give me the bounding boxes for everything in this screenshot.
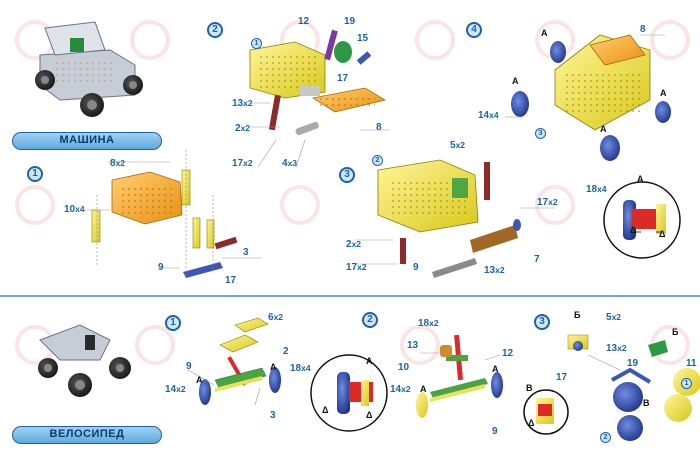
part-label: 18x4 [586, 184, 607, 195]
detail-label: A [637, 174, 644, 184]
car-detail-circle-a [603, 181, 681, 259]
part-label: В [643, 398, 650, 408]
part-label: 9 [158, 262, 164, 273]
part-label: 5x2 [450, 140, 466, 151]
part-label: 8 [640, 24, 646, 35]
section-title-car: МАШИНА [12, 132, 162, 150]
part-label: 14x4 [478, 110, 499, 121]
part-label: 17x2 [232, 158, 253, 169]
part-label: A [420, 384, 427, 394]
car-thumbnail [35, 21, 143, 117]
bicycle-detail-circle-a [310, 354, 388, 432]
part-label: A [512, 76, 519, 86]
delta-symbol: Δ [322, 405, 329, 415]
part-label: Б [672, 327, 679, 337]
delta-symbol: Δ [528, 418, 535, 428]
part-label: 2 [283, 346, 289, 357]
part-label: 14x2 [390, 384, 411, 395]
part-label: 13x2 [606, 343, 627, 354]
bicycle-substep-1-badge: 1 [681, 378, 692, 389]
car-step-4-badge: 4 [466, 22, 482, 38]
part-label: 9 [413, 262, 419, 273]
part-label: A [600, 124, 607, 134]
car-step-1-badge: 1 [27, 166, 43, 182]
bicycle-detail-circle-b [523, 389, 569, 435]
part-label: 3 [243, 247, 249, 258]
car-step3-diagram [355, 159, 555, 278]
part-label: 10 [398, 362, 410, 373]
part-label: 12 [298, 16, 310, 27]
part-label: 7 [534, 254, 540, 265]
part-label: 10x4 [64, 204, 85, 215]
section-title-bicycle: ВЕЛОСИПЕД [12, 426, 162, 444]
part-label: 18x4 [290, 363, 311, 374]
car-substep-2-badge: 2 [372, 155, 383, 166]
car-substep-3-badge: 3 [535, 128, 546, 139]
part-label: 5x2 [606, 312, 622, 323]
part-label: 17 [556, 372, 568, 383]
car-step1-diagram [84, 150, 262, 278]
bicycle-step2-diagram [416, 334, 503, 418]
part-label: A [541, 28, 548, 38]
part-label: 13x2 [484, 265, 505, 276]
part-label: 2x2 [235, 123, 251, 134]
part-label: 17 [225, 275, 237, 286]
bicycle-step1-diagram [187, 317, 281, 406]
part-label: 13x2 [232, 98, 253, 109]
car-step-2-badge: 2 [207, 22, 223, 38]
part-label: A [660, 88, 667, 98]
part-label: 15 [357, 33, 369, 44]
delta-symbol: Δ [366, 410, 373, 420]
part-label: A [196, 375, 203, 385]
bicycle-thumbnail [38, 324, 131, 397]
car-step2-diagram [249, 29, 390, 168]
car-step4-diagram [505, 34, 671, 161]
bicycle-step-2-badge: 2 [362, 312, 378, 328]
part-label: 8 [376, 122, 382, 133]
part-label: 12 [502, 348, 514, 359]
bicycle-step3-diagram [567, 334, 700, 441]
part-label: 19 [627, 358, 639, 369]
car-substep-1-badge: 1 [251, 38, 262, 49]
car-step-3-badge: 3 [339, 167, 355, 183]
part-label: 2x2 [346, 239, 362, 250]
detail-label: A [366, 356, 373, 366]
delta-symbol: Δ [630, 225, 637, 235]
part-label: 9 [186, 361, 192, 372]
part-label: 9 [492, 426, 498, 437]
part-label: В [526, 383, 533, 393]
part-label: A [492, 364, 499, 374]
part-label: 14x2 [165, 384, 186, 395]
part-label: 8x2 [110, 158, 126, 169]
part-label: 17x2 [346, 262, 367, 273]
bicycle-substep-2-badge: 2 [600, 432, 611, 443]
part-label: 19 [344, 16, 356, 27]
part-label: 11 [686, 358, 697, 369]
delta-symbol: Δ [659, 229, 666, 239]
part-label: 3 [270, 410, 276, 421]
bicycle-step-3-badge: 3 [534, 314, 550, 330]
part-label: 17x2 [537, 197, 558, 208]
part-label: Б [574, 310, 581, 320]
part-label: 13 [407, 340, 419, 351]
part-label: 6x2 [268, 312, 284, 323]
bicycle-step-1-badge: 1 [165, 315, 181, 331]
part-label: A [270, 362, 277, 372]
part-label: 18x2 [418, 318, 439, 329]
part-label: 4x3 [282, 158, 298, 169]
part-label: 17 [337, 73, 349, 84]
